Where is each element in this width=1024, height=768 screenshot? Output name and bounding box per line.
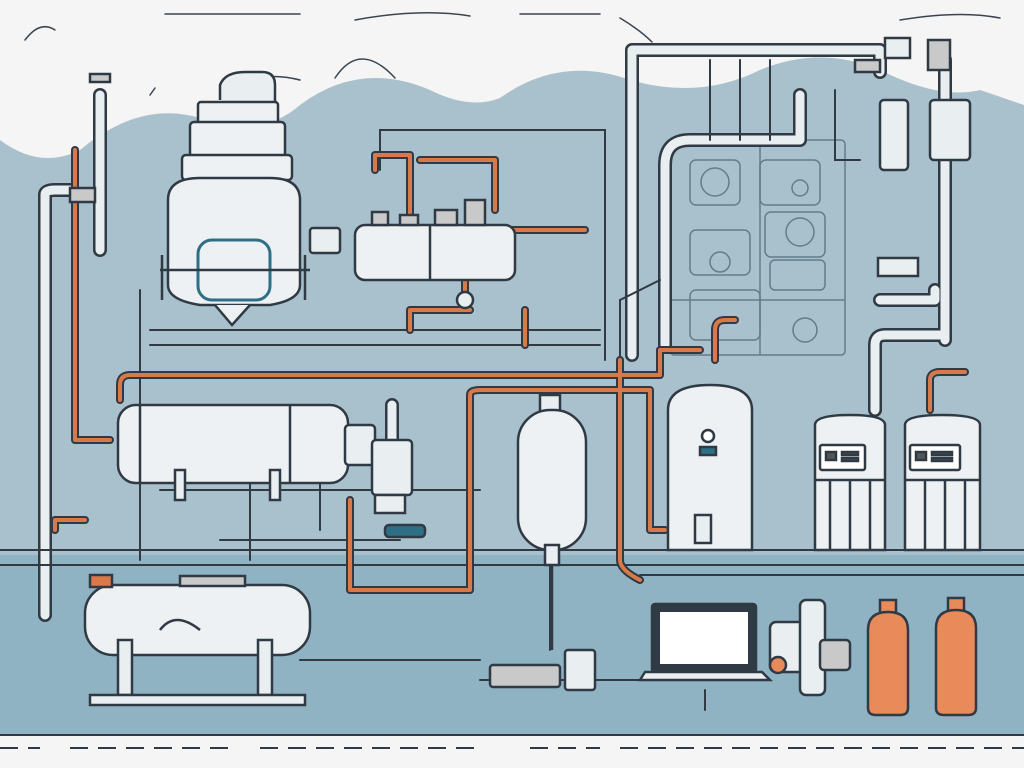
copper-pipe-network [51,146,969,594]
vertical-pressure-tank [516,393,588,650]
chimney-stack [68,72,112,204]
laptop-screen [660,612,748,664]
control-schematic-panel [669,139,846,356]
valve-column [853,36,972,278]
gas-bottle-right [934,596,978,717]
laptop-monitor [637,602,774,682]
horizontal-tank-lower [83,573,312,707]
horizontal-tank-middle [116,403,427,539]
ground-line [0,734,1024,749]
reactor-vessel [160,70,310,327]
ground-strip [0,735,1024,768]
gas-bottle-left [866,598,910,717]
pump-motor [488,598,852,697]
horizontal-tank-upper [308,198,517,310]
storage-silo-right [903,413,982,552]
storage-silo-left [813,413,887,552]
boiler-cylinder [666,383,754,552]
